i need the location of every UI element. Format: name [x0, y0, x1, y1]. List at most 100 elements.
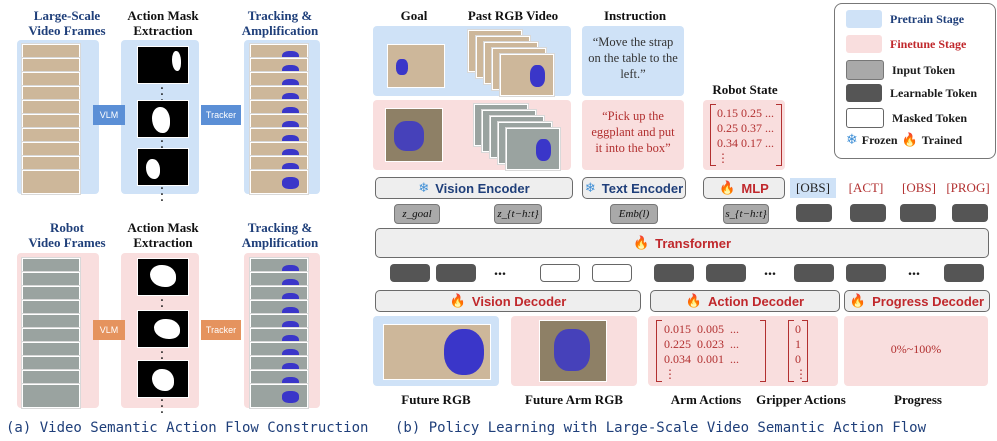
col2-title: Action Mask Extraction [127, 8, 199, 38]
legend-finetune: Finetune Stage [846, 35, 966, 53]
future-arm-image [539, 320, 607, 382]
flame-icon: 🔥 [632, 235, 650, 251]
past-token: z_{t−h:t} [494, 204, 542, 224]
mask-frame [137, 46, 189, 84]
video-frame [22, 170, 80, 194]
act-token-label: [ACT] [848, 180, 884, 195]
obs-token-label-2: [OBS] [902, 180, 936, 195]
tracker-arrow-robot: Tracker [201, 320, 241, 340]
learnable-token [900, 204, 936, 222]
mask-frame [137, 148, 189, 186]
goal-label: Goal [400, 8, 428, 23]
vertical-dots: ··· [159, 393, 165, 421]
instruction-pretrain: “Move the strap on the table to the left… [588, 35, 678, 81]
future-rgb-image [383, 324, 491, 380]
action-decoder: 🔥Action Decoder [650, 290, 840, 312]
robot-state-label: Robot State [712, 82, 778, 97]
output-token [944, 264, 984, 282]
output-token [846, 264, 886, 282]
goal-image-robot [385, 108, 443, 162]
vlm-arrow-robot: VLM [93, 320, 125, 340]
video-frame [22, 384, 80, 408]
goal-token: z_goal [394, 204, 440, 224]
ellipsis: ... [764, 262, 776, 279]
col1-title: Large-Scale Video Frames [28, 8, 106, 38]
mask-frame [137, 310, 189, 348]
progress-label: Progress [894, 392, 942, 407]
instruction-finetune: “Pick up the eggplant and put it into th… [591, 109, 675, 155]
video-frame [500, 54, 554, 96]
action-output-pane [648, 316, 838, 386]
mask-frame [137, 360, 189, 398]
masked-token [540, 264, 580, 282]
legend-frozen-trained: ❄ Frozen 🔥 Trained [846, 132, 963, 148]
tracker-arrow: Tracker [201, 105, 241, 125]
snowflake-icon: ❄ [584, 180, 596, 196]
masked-token [592, 264, 632, 282]
snowflake-icon: ❄ [418, 180, 430, 196]
legend-learnable-token: Learnable Token [846, 84, 977, 102]
robot-state-pane [703, 100, 785, 170]
col3-title-b: Tracking & Amplification [241, 220, 319, 250]
matrix-row: 0.034 0.001 ... [664, 352, 739, 366]
legend-input-token: Input Token [846, 60, 955, 80]
vertical-dots: ··· [159, 181, 165, 209]
matrix-row: ⋮ [795, 367, 807, 381]
vlm-arrow: VLM [93, 105, 125, 125]
future-rgb-pane [373, 316, 499, 386]
output-token [436, 264, 476, 282]
emb-token: Emb(l) [610, 204, 658, 224]
flame-icon: 🔥 [901, 132, 918, 148]
progress-value: 0%~100% [890, 342, 942, 356]
matrix-row: 0.015 0.005 ... [664, 322, 739, 336]
text-encoder: ❄Text Encoder [582, 177, 686, 199]
progress-decoder: 🔥Progress Decoder [844, 290, 990, 312]
state-token: s_{t−h:t} [723, 204, 769, 224]
past-rgb-label: Past RGB Video [467, 8, 559, 23]
output-token [706, 264, 746, 282]
gripper-actions-label: Gripper Actions [756, 392, 846, 407]
video-frame [506, 128, 560, 170]
video-frame [250, 384, 308, 408]
matrix-row: ⋮ [717, 151, 729, 165]
matrix-row: 0 [795, 352, 801, 366]
ellipsis: ... [494, 262, 506, 279]
matrix-row: 0.225 0.023 ... [664, 337, 739, 351]
col3-title: Tracking & Amplification [241, 8, 319, 38]
mlp: 🔥MLP [703, 177, 785, 199]
flame-icon: 🔥 [685, 293, 703, 309]
arm-actions-label: Arm Actions [670, 392, 742, 407]
arm-actions-matrix: 0.015 0.005 ...0.225 0.023 ...0.034 0.00… [656, 320, 766, 382]
transformer: 🔥Transformer [375, 228, 989, 258]
vision-decoder: 🔥Vision Decoder [375, 290, 641, 312]
matrix-row: 0.34 0.17 ... [717, 136, 774, 150]
legend [834, 3, 996, 159]
matrix-row: 1 [795, 337, 801, 351]
goal-image [387, 44, 445, 88]
flame-icon: 🔥 [449, 293, 466, 309]
output-token [390, 264, 430, 282]
col2-title-b: Action Mask Extraction [127, 220, 199, 250]
learnable-token [850, 204, 886, 222]
finetune-instruction-pane: “Pick up the eggplant and put it into th… [582, 100, 684, 170]
output-token [794, 264, 834, 282]
future-arm-label: Future Arm RGB [525, 392, 623, 407]
video-frame [250, 170, 308, 194]
caption-a: (a) Video Semantic Action Flow Construct… [6, 420, 369, 436]
matrix-row: 0.25 0.37 ... [717, 121, 774, 135]
legend-pretrain: Pretrain Stage [846, 10, 964, 28]
ellipsis: ... [908, 262, 920, 279]
prog-token-label: [PROG] [946, 180, 990, 195]
instruction-label: Instruction [603, 8, 667, 23]
progress-pane: 0%~100% [844, 316, 988, 386]
flame-icon: 🔥 [849, 293, 867, 309]
vision-encoder: ❄Vision Encoder [375, 177, 573, 199]
robot-state-matrix: 0.15 0.25 ...0.25 0.37 ...0.34 0.17 ...⋮ [710, 104, 782, 166]
flame-icon: 🔥 [719, 180, 736, 196]
legend-masked-token: Masked Token [846, 108, 967, 128]
matrix-row: ⋮ [664, 367, 676, 381]
matrix-row: 0 [795, 322, 801, 336]
mask-frame [137, 258, 189, 296]
